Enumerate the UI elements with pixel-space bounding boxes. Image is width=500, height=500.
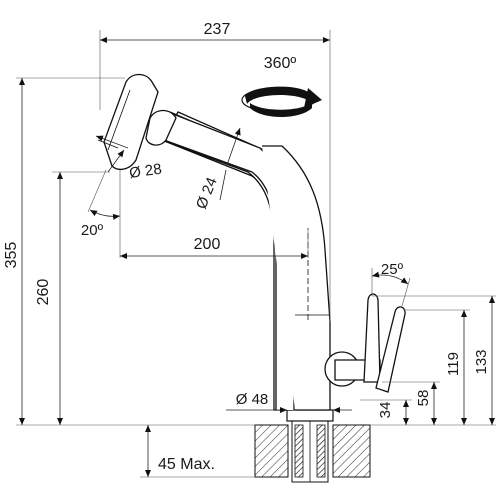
base-ring	[286, 409, 334, 422]
label-lever-angle: 25º	[381, 261, 404, 278]
shank-thread-left	[294, 424, 304, 478]
label-spout-diameter: Ø 24	[193, 175, 221, 212]
spray-face	[97, 139, 119, 149]
label-base-diameter: Ø 48	[236, 391, 269, 408]
label-rotation: 360º	[264, 55, 297, 72]
dim-spray-angle: 20º	[81, 169, 121, 239]
spray-head	[97, 73, 177, 171]
dim-lever-angle: 25º	[371, 261, 411, 307]
countertop-section	[254, 409, 371, 483]
spray-head-highlight	[107, 89, 131, 151]
label-width-237: 237	[204, 21, 231, 38]
dim-height-355: 355	[3, 77, 255, 426]
label-spray-angle: 20º	[81, 222, 104, 239]
rotation-arrow-icon	[241, 86, 322, 117]
label-height-260: 260	[35, 279, 52, 306]
label-height-355: 355	[3, 242, 20, 269]
dim-deck-thickness: 45 Max.	[140, 425, 255, 478]
spray-head-collar	[145, 109, 177, 146]
label-lever-height-119: 119	[445, 352, 462, 376]
lever-handle	[324, 293, 406, 393]
dim-height-260: 260	[35, 171, 110, 425]
label-lever-height-34: 34	[377, 402, 394, 419]
rotation-indicator: 360º	[241, 55, 322, 117]
dim-reach-200: 200	[119, 225, 309, 259]
column-back-edge	[262, 145, 331, 411]
faucet-body	[97, 73, 406, 411]
label-reach-200: 200	[194, 236, 221, 253]
dim-spray-diameter: Ø 28	[95, 135, 163, 182]
label-deck-thickness: 45 Max.	[158, 456, 215, 473]
shank-thread-right	[316, 424, 326, 478]
dim-lever-heights: 133 119 58 34	[360, 295, 496, 426]
dim-base-diameter: Ø 48	[226, 391, 352, 413]
label-spray-diameter: Ø 28	[128, 161, 163, 182]
label-lever-height-133: 133	[473, 349, 490, 374]
countertop-left	[254, 424, 289, 478]
label-lever-height-58: 58	[415, 390, 432, 407]
countertop-right	[332, 424, 371, 478]
dim-width-237: 237	[99, 21, 331, 322]
